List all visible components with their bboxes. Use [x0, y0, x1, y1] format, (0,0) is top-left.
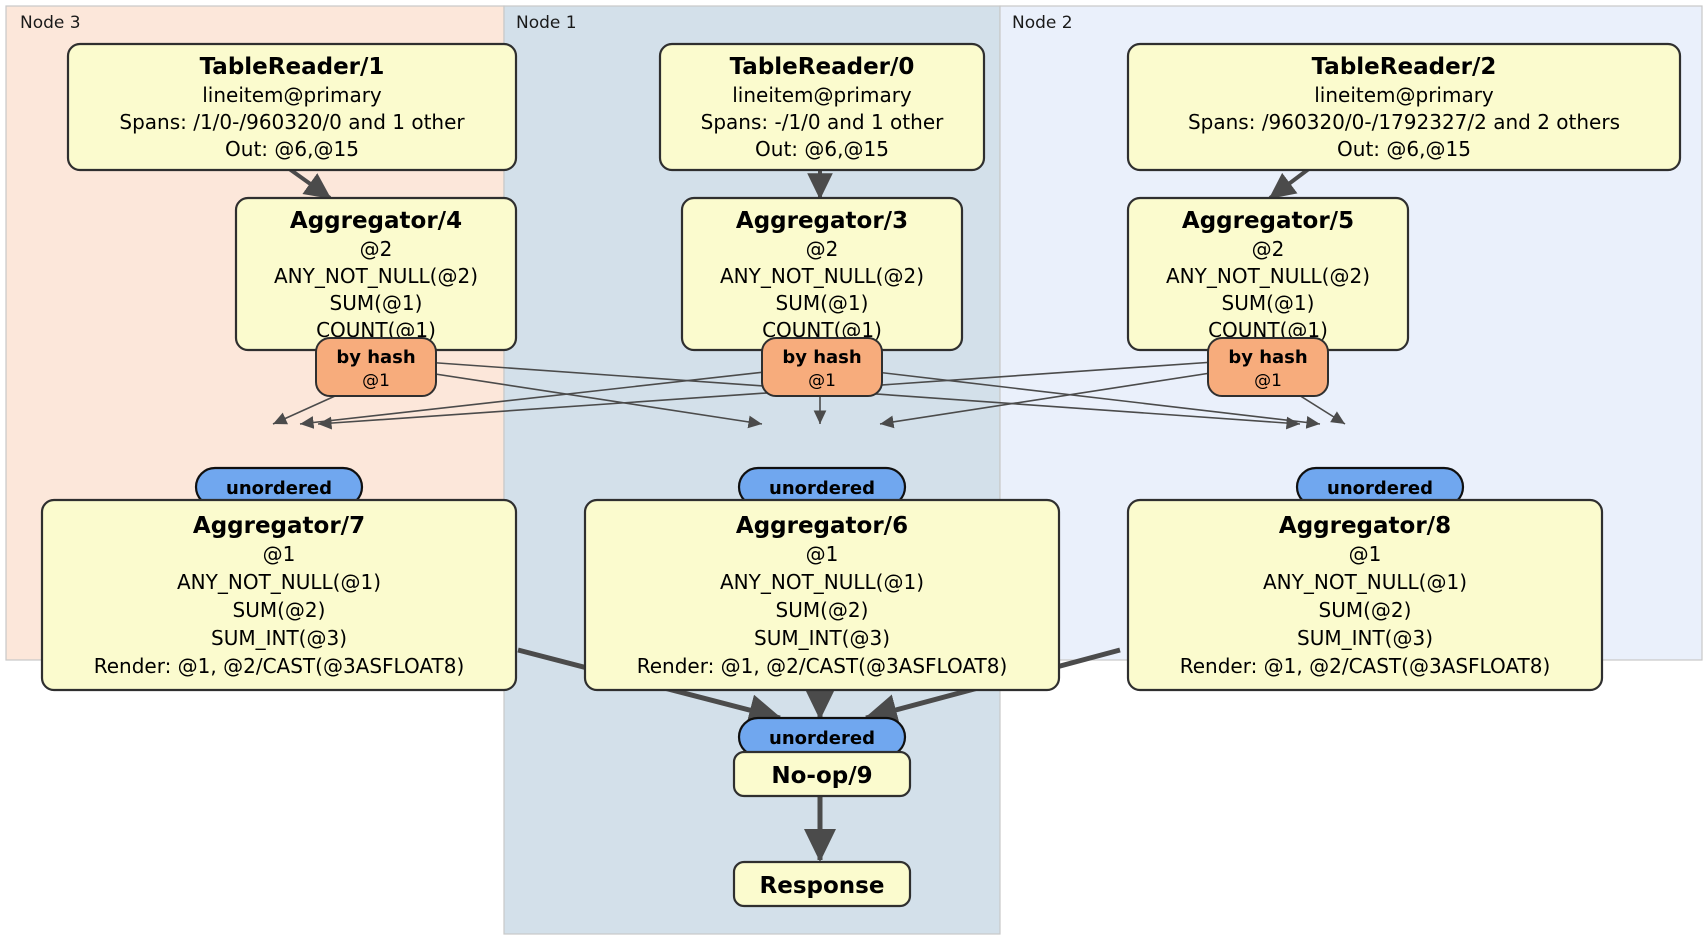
- reader-to-aggregator-edges: [286, 166, 1312, 200]
- aggregator-8-line-0: @1: [1349, 542, 1382, 566]
- unordered-center-label: unordered: [769, 478, 875, 499]
- hash-right-sub: @1: [1254, 371, 1282, 391]
- edge-hash-center-to-unordered-left: [299, 367, 801, 429]
- router-hash-right[interactable]: by hash @1: [1207, 337, 1329, 397]
- table-reader-2-line-1: Spans: /960320/0-/1792327/2 and 2 others: [1188, 110, 1620, 134]
- cluster-node-1-label: Node 1: [516, 13, 577, 33]
- aggregator-6-line-1: ANY_NOT_NULL(@1): [720, 570, 924, 594]
- noop-9-box[interactable]: [732, 750, 912, 798]
- hash-right-title: by hash: [1228, 347, 1307, 368]
- unordered-right-label: unordered: [1327, 478, 1433, 499]
- aggregator-5-line-0: @2: [1252, 237, 1285, 261]
- table-reader-0-line-0: lineitem@primary: [732, 83, 912, 107]
- aggregator-8-line-3: SUM_INT(@3): [1297, 626, 1433, 650]
- noop-9-title: No-op/9: [771, 763, 872, 789]
- edge-hash-center-to-unordered-right: [841, 367, 1321, 429]
- aggregator-8-box[interactable]: [1126, 498, 1604, 692]
- table-reader-1-line-1: Spans: /1/0-/960320/0 and 1 other: [119, 110, 465, 134]
- aggregator-5-line-2: SUM(@1): [1222, 291, 1315, 315]
- hash-right-box[interactable]: [1207, 337, 1329, 397]
- table-reader-0-title: TableReader/0: [730, 54, 915, 80]
- response-title: Response: [760, 873, 885, 899]
- aggregator-7-line-0: @1: [263, 542, 296, 566]
- aggregator-5-title: Aggregator/5: [1182, 208, 1354, 234]
- router-hash-center[interactable]: by hash @1: [761, 337, 883, 397]
- aggregator-6-title: Aggregator/6: [736, 513, 908, 539]
- processor-response[interactable]: Response: [732, 860, 912, 908]
- aggregator-7-line-3: SUM_INT(@3): [211, 626, 347, 650]
- processor-table-reader-1[interactable]: TableReader/1 lineitem@primary Spans: /1…: [66, 42, 518, 172]
- unordered-final-label: unordered: [769, 728, 875, 749]
- aggregator-6-line-2: SUM(@2): [776, 598, 869, 622]
- table-reader-0-line-1: Spans: -/1/0 and 1 other: [701, 110, 944, 134]
- processor-aggregator-7[interactable]: Aggregator/7 @1 ANY_NOT_NULL(@1) SUM(@2)…: [40, 498, 518, 692]
- edge-hash-right-to-unordered-center: [879, 367, 1244, 429]
- processor-table-reader-0[interactable]: TableReader/0 lineitem@primary Spans: -/…: [658, 42, 986, 172]
- aggregator-8-title: Aggregator/8: [1279, 513, 1451, 539]
- unordered-left-label: unordered: [226, 478, 332, 499]
- router-hash-left[interactable]: by hash @1: [315, 337, 437, 397]
- aggregator-4-line-1: ANY_NOT_NULL(@2): [274, 264, 478, 288]
- hash-center-sub: @1: [808, 371, 836, 391]
- synchronizer-unordered-right[interactable]: unordered: [1295, 466, 1465, 508]
- aggregator-8-line-2: SUM(@2): [1319, 598, 1412, 622]
- cluster-node-3-label: Node 3: [20, 13, 81, 33]
- processor-noop-9[interactable]: No-op/9: [732, 750, 912, 798]
- aggregator-6-line-3: SUM_INT(@3): [754, 626, 890, 650]
- table-reader-1-title: TableReader/1: [200, 54, 385, 80]
- aggregator-6-line-0: @1: [806, 542, 839, 566]
- aggregator-7-title: Aggregator/7: [193, 513, 365, 539]
- aggregator-8-line-1: ANY_NOT_NULL(@1): [1263, 570, 1467, 594]
- table-reader-0-line-2: Out: @6,@15: [755, 137, 889, 161]
- edge-tablereader-2-to-aggregator-5: [1268, 166, 1312, 200]
- aggregator-8-line-4: Render: @1, @2/CAST(@3ASFLOAT8): [1180, 654, 1551, 678]
- processor-aggregator-4[interactable]: Aggregator/4 @2 ANY_NOT_NULL(@2) SUM(@1)…: [234, 196, 518, 352]
- table-reader-2-line-0: lineitem@primary: [1314, 83, 1494, 107]
- aggregator-3-line-2: SUM(@1): [776, 291, 869, 315]
- aggregator-7-box[interactable]: [40, 498, 518, 692]
- synchronizer-unordered-final[interactable]: unordered: [737, 716, 907, 758]
- response-box[interactable]: [732, 860, 912, 908]
- aggregator-3-title: Aggregator/3: [736, 208, 908, 234]
- processor-aggregator-5[interactable]: Aggregator/5 @2 ANY_NOT_NULL(@2) SUM(@1)…: [1126, 196, 1410, 352]
- aggregator-6-box[interactable]: [583, 498, 1061, 692]
- aggregator-7-line-2: SUM(@2): [233, 598, 326, 622]
- table-reader-2-title: TableReader/2: [1312, 54, 1497, 80]
- synchronizer-unordered-left[interactable]: unordered: [194, 466, 364, 508]
- aggregator-7-line-1: ANY_NOT_NULL(@1): [177, 570, 381, 594]
- hash-center-box[interactable]: [761, 337, 883, 397]
- hash-left-sub: @1: [362, 371, 390, 391]
- edge-tablereader-1-to-aggregator-4: [286, 166, 332, 200]
- table-reader-1-box[interactable]: [66, 42, 518, 172]
- synchronizer-unordered-center[interactable]: unordered: [737, 466, 907, 508]
- hash-left-title: by hash: [336, 347, 415, 368]
- table-reader-1-line-2: Out: @6,@15: [225, 137, 359, 161]
- aggregator-7-line-4: Render: @1, @2/CAST(@3ASFLOAT8): [94, 654, 465, 678]
- aggregator-3-line-0: @2: [806, 237, 839, 261]
- table-reader-2-line-2: Out: @6,@15: [1337, 137, 1471, 161]
- processor-table-reader-2[interactable]: TableReader/2 lineitem@primary Spans: /9…: [1126, 42, 1682, 172]
- aggregator-4-title: Aggregator/4: [290, 208, 462, 234]
- processor-aggregator-8[interactable]: Aggregator/8 @1 ANY_NOT_NULL(@1) SUM(@2)…: [1126, 498, 1604, 692]
- aggregator-4-line-0: @2: [360, 237, 393, 261]
- processor-aggregator-6[interactable]: Aggregator/6 @1 ANY_NOT_NULL(@1) SUM(@2)…: [583, 498, 1061, 692]
- hash-center-title: by hash: [782, 347, 861, 368]
- aggregator-4-line-2: SUM(@1): [330, 291, 423, 315]
- edge-hash-left-to-unordered-center: [395, 367, 763, 429]
- table-reader-2-box[interactable]: [1126, 42, 1682, 172]
- processor-aggregator-3[interactable]: Aggregator/3 @2 ANY_NOT_NULL(@2) SUM(@1)…: [680, 196, 964, 352]
- table-reader-1-line-0: lineitem@primary: [202, 83, 382, 107]
- table-reader-0-box[interactable]: [658, 42, 986, 172]
- cluster-node-2-label: Node 2: [1012, 13, 1073, 33]
- hash-left-box[interactable]: [315, 337, 437, 397]
- aggregator-3-line-1: ANY_NOT_NULL(@2): [720, 264, 924, 288]
- aggregator-6-line-4: Render: @1, @2/CAST(@3ASFLOAT8): [637, 654, 1008, 678]
- aggregator-5-line-1: ANY_NOT_NULL(@2): [1166, 264, 1370, 288]
